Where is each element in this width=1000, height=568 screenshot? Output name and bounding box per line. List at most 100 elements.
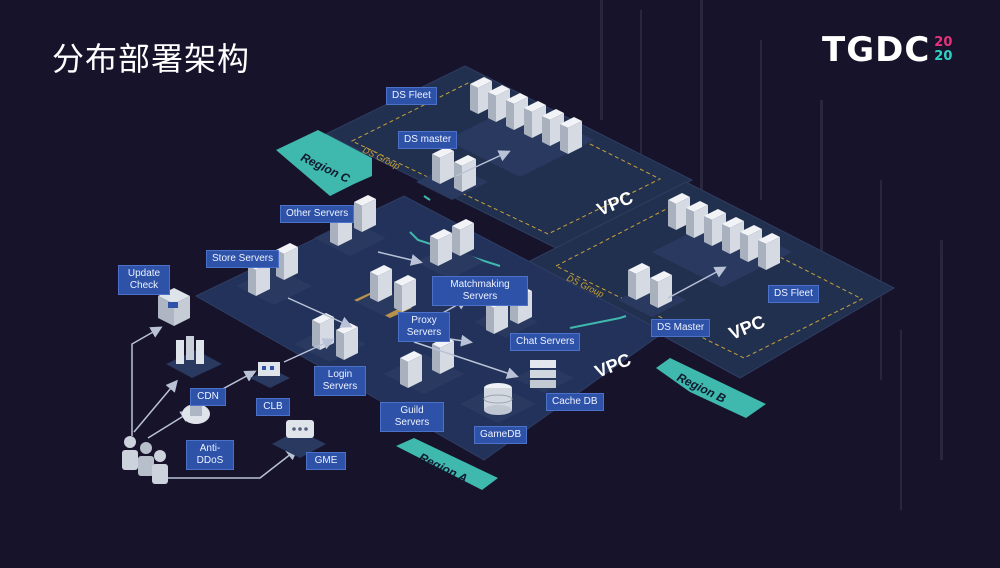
guild-servers-server-0-side (400, 358, 408, 388)
ds-fleet-c-server-1-side (488, 92, 496, 122)
ds-fleet-c-server-0-top (470, 77, 492, 88)
ds-master-c-server-1-front (462, 159, 476, 192)
store-servers-server-1-top (276, 243, 298, 254)
proxy-servers-label: Proxy Servers (398, 312, 450, 342)
ds-fleet-c-server-2-side (506, 100, 514, 130)
cdn-icon (166, 336, 222, 378)
logo-year-bottom: 20 (934, 49, 953, 64)
arrow-user-cdn (133, 379, 178, 433)
gme-chat-icon (272, 420, 326, 458)
clb-router-icon (250, 362, 290, 388)
matchmaking-servers-server-1-front (460, 223, 474, 256)
ds-fleet-c-server-3-top (524, 101, 546, 112)
region-b-ribbon (656, 358, 766, 418)
ds-master-c-label: DS master (398, 131, 458, 149)
ds-fleet-b-server-0-side (668, 200, 676, 230)
ds-fleet-b-server-4-side (740, 232, 748, 262)
logo-year-top: 20 (934, 35, 953, 50)
ds-fleet-b-server-5-top (758, 233, 780, 244)
guild-servers-server-1-side (432, 344, 440, 374)
arrow-clb-login (283, 338, 335, 363)
other-servers-server-1-side (354, 202, 362, 232)
ds-fleet-b-server-1-top (686, 201, 708, 212)
ds-master-c-server-1-side (454, 162, 462, 192)
arrow-proxy-cache (413, 341, 519, 379)
proxy-servers-server-1-side (394, 282, 402, 312)
cdn-label: CDN (190, 388, 226, 406)
anti-ddos-shield-icon (182, 404, 210, 424)
login-servers-server-1-side (336, 330, 344, 360)
matchmaking-servers-server-0-top (430, 229, 452, 240)
ds-fleet-c-server-5-top (560, 117, 582, 128)
login-servers-server-0-side (312, 320, 320, 350)
ds-master-c-server-1-top (454, 155, 476, 166)
ds-master-c-server-0-front (440, 151, 454, 184)
update-check-icon (158, 288, 190, 326)
ds-master-b-server-1-top (650, 271, 672, 282)
ds-fleet-c-server-4-side (542, 116, 550, 146)
chat-servers-label: Chat Servers (510, 333, 581, 351)
guild-servers-server-1-front (440, 341, 454, 374)
gamedb-label: GameDB (474, 426, 528, 444)
proxy-servers-server-1-top (394, 275, 416, 286)
ds-fleet-b-server-1-side (686, 208, 694, 238)
ds-master-b-server-0-front (636, 267, 650, 300)
proxy-servers-server-1-front (402, 279, 416, 312)
ds-fleet-c-server-2-top (506, 93, 528, 104)
tgdc-logo: TGDC 20 20 (822, 30, 952, 70)
matchmaking-servers-server-1-side (452, 226, 460, 256)
players-icon (122, 436, 168, 484)
connector-a-b (569, 315, 627, 329)
ds-master-b-server-1-side (650, 278, 658, 308)
region-b-ds-group-outline (554, 203, 864, 359)
logo-word: TGDC (822, 30, 931, 70)
ds-master-c-server-0-top (432, 147, 454, 158)
other-servers-server-0-side (330, 216, 338, 246)
proxy-servers-server-0-top (370, 265, 392, 276)
guild-servers-server-0-front (408, 355, 422, 388)
ds-master-b-server-0-side (628, 270, 636, 300)
page-title: 分布部署架构 (52, 40, 251, 78)
arrow-user-gme (160, 448, 299, 479)
ds-fleet-b-server-5-front (766, 237, 780, 270)
region-c-ribbon (276, 130, 372, 196)
other-servers-server-1-front (362, 199, 376, 232)
ds-fleet-c-server-4-top (542, 109, 564, 120)
ds-fleet-b-server-0-top (668, 193, 690, 204)
gamedb-database-icon (483, 383, 513, 415)
ds-fleet-b-server-2-top (704, 209, 726, 220)
ds-master-c-server-0-side (432, 154, 440, 184)
ds-fleet-c-server-5-front (568, 121, 582, 154)
ds-fleet-b-server-5-side (758, 240, 766, 270)
ds-fleet-b-server-4-top (740, 225, 762, 236)
ds-fleet-c-server-0-side (470, 84, 478, 114)
store-servers-server-1-front (284, 247, 298, 280)
connector-c-stub (423, 195, 431, 201)
ds-fleet-c-label: DS Fleet (386, 87, 437, 105)
matchmaking-servers-server-0-side (430, 236, 438, 266)
arrow-store-proxy (287, 297, 353, 328)
ds-fleet-c-server-5-side (560, 124, 568, 154)
login-servers-label: Login Servers (314, 366, 366, 396)
ds-fleet-b-server-2-side (704, 216, 712, 246)
ds-fleet-c-server-1-top (488, 85, 510, 96)
anti-ddos-label: Anti- DDoS (186, 440, 234, 470)
gme-label: GME (306, 452, 346, 470)
server-clusters (236, 77, 792, 423)
arrow-user-update (131, 326, 163, 436)
chat-servers-server-0-side (486, 304, 494, 334)
proxy-servers-server-0-side (370, 272, 378, 302)
other-servers-server-1-top (354, 195, 376, 206)
chat-servers-server-0-front (494, 301, 508, 334)
arrow-other-proxy (377, 251, 423, 266)
cache-db-icon (530, 360, 556, 388)
store-servers-server-0-side (248, 266, 256, 296)
background-streaks (600, 0, 943, 510)
ds-fleet-b-server-3-side (722, 224, 730, 254)
region-a-ribbon (396, 438, 498, 490)
matchmaking-servers-label: Matchmaking Servers (432, 276, 528, 306)
login-servers-server-1-front (344, 327, 358, 360)
ds-fleet-b-label: DS Fleet (768, 285, 819, 303)
ds-master-b-server-0-top (628, 263, 650, 274)
